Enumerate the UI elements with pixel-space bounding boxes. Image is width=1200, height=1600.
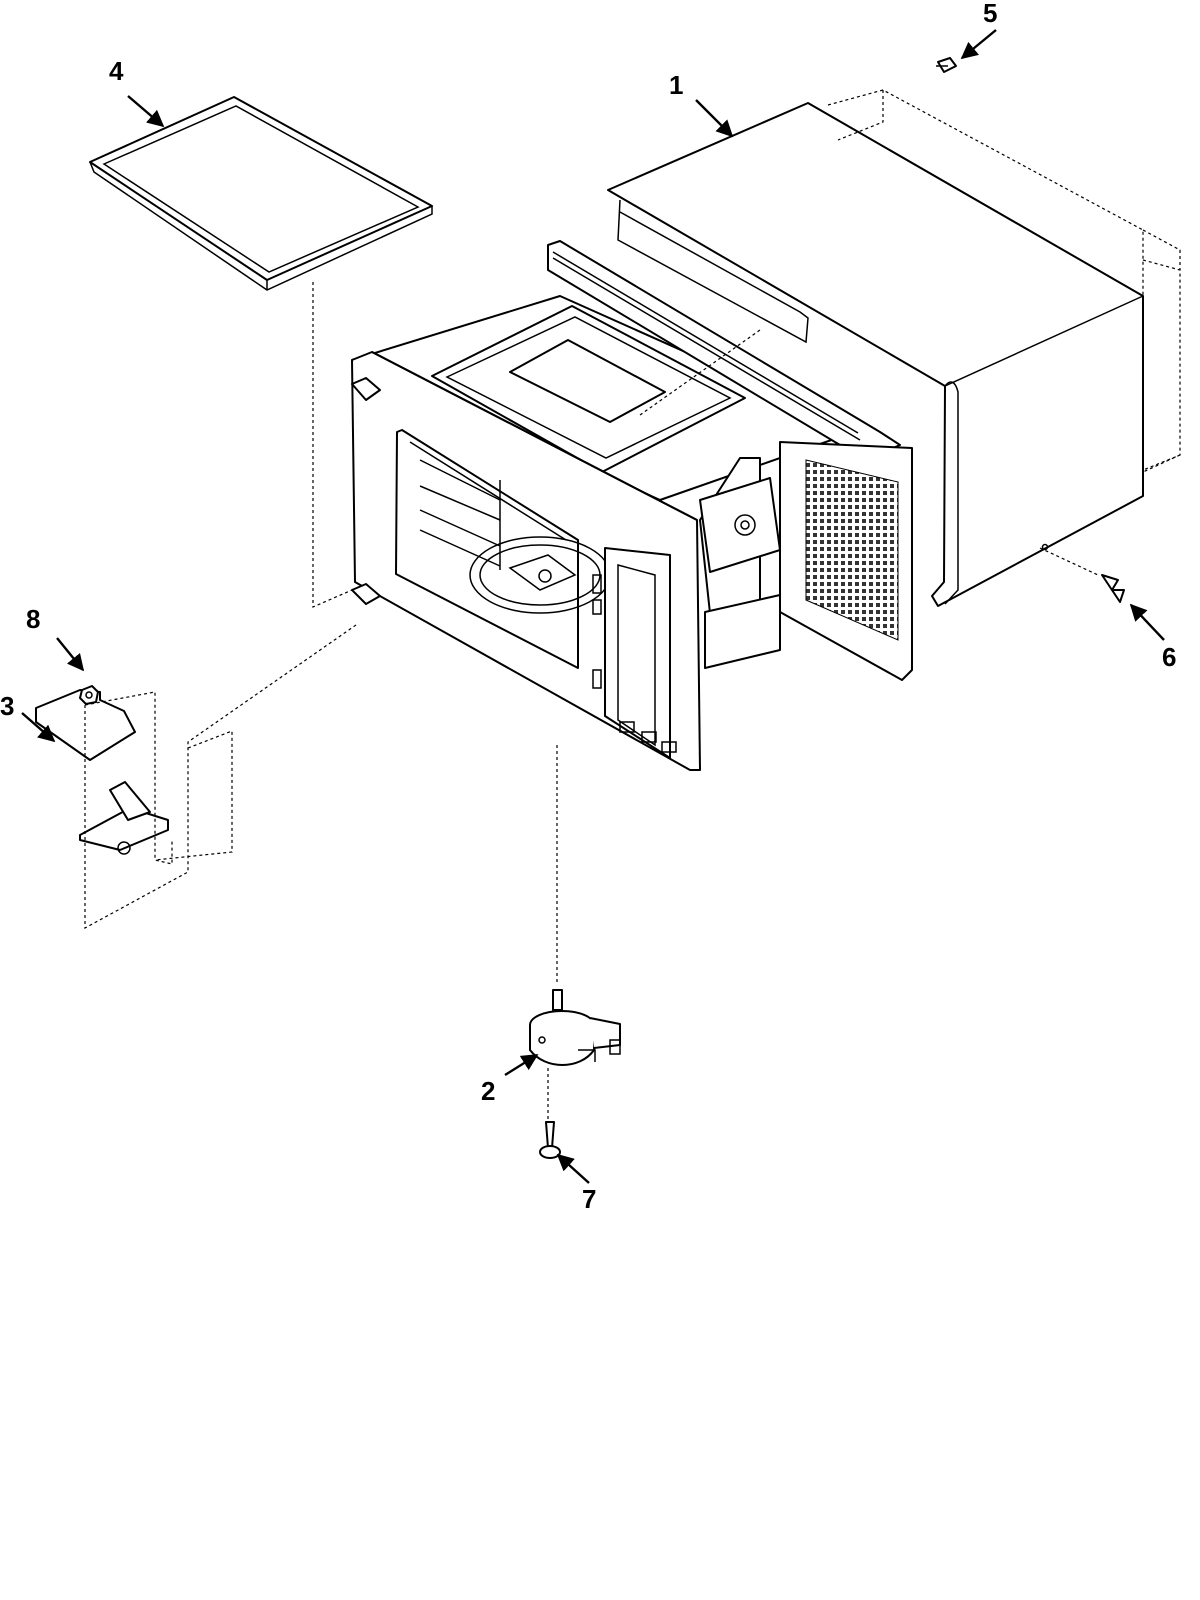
part-7-screw[interactable] bbox=[539, 1121, 561, 1159]
part-6-screw[interactable] bbox=[1101, 574, 1125, 603]
callout-8: 8 bbox=[26, 604, 40, 634]
part-1-outer-cabinet[interactable] bbox=[607, 102, 1144, 607]
callout-6: 6 bbox=[1162, 642, 1176, 672]
callout-1: 1 bbox=[669, 70, 683, 100]
cabinet-hidden-lines bbox=[827, 89, 1181, 473]
part-8-nut[interactable] bbox=[79, 685, 99, 705]
assembly-lines bbox=[84, 282, 1099, 1120]
part-5-screw[interactable] bbox=[936, 57, 957, 73]
part-2-motor[interactable] bbox=[529, 989, 621, 1066]
callout-3: 3 bbox=[0, 691, 14, 721]
callout-4: 4 bbox=[109, 56, 124, 86]
main-chassis bbox=[351, 240, 913, 771]
part-3-coupler[interactable] bbox=[35, 689, 169, 855]
callout-arrows bbox=[21, 29, 1165, 1184]
callout-5: 5 bbox=[983, 0, 997, 28]
callout-2: 2 bbox=[481, 1076, 495, 1106]
part-4-tray[interactable] bbox=[89, 96, 433, 291]
callout-7: 7 bbox=[582, 1184, 596, 1214]
